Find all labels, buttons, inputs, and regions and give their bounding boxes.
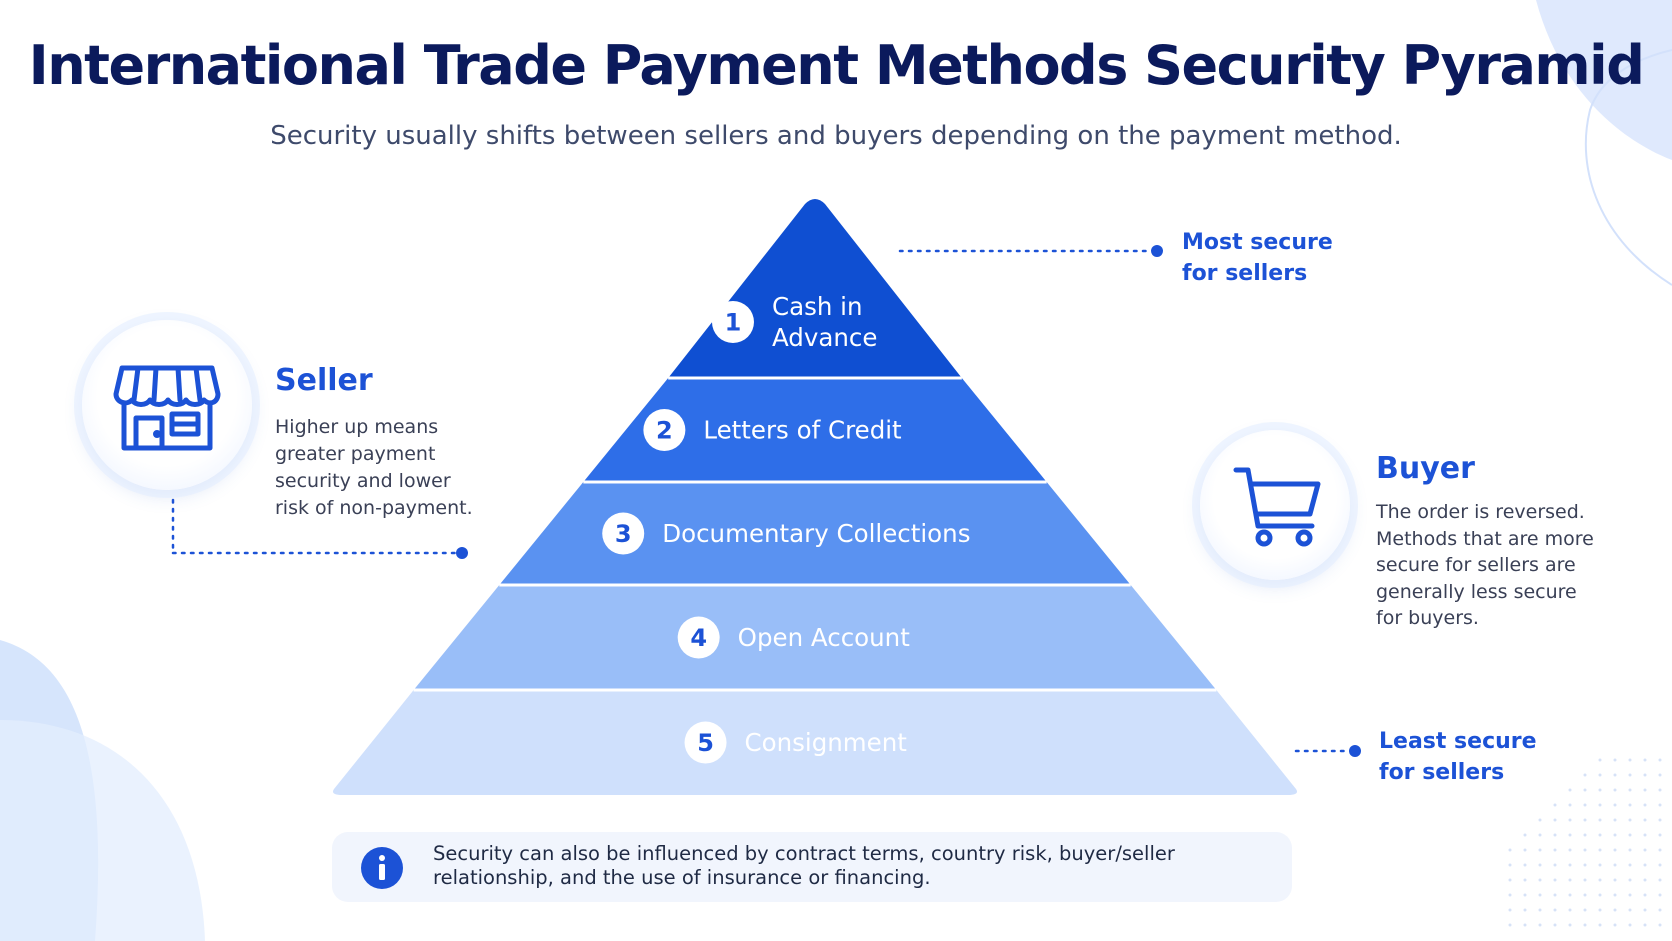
seller-connector-dot xyxy=(456,547,468,559)
seller-heading: Seller xyxy=(275,363,373,398)
most-secure-line2: for sellers xyxy=(1182,261,1308,286)
tier-number-badge xyxy=(643,409,686,451)
tier-number: 1 xyxy=(725,309,742,337)
tier-label: Open Account xyxy=(738,623,911,652)
least-secure-note: Least secure for sellers xyxy=(1379,726,1537,788)
tier-number: 2 xyxy=(656,417,673,445)
info-box xyxy=(332,832,1292,902)
least-secure-line2: for sellers xyxy=(1379,760,1505,785)
tier-label: Letters of Credit xyxy=(703,416,902,445)
tier-number: 4 xyxy=(690,624,707,652)
page-title: International Trade Payment Methods Secu… xyxy=(28,34,1645,97)
pyramid-tier-3 xyxy=(499,482,1131,585)
pyramid-tier-5 xyxy=(333,690,1297,795)
pyramid-tier-4 xyxy=(413,585,1217,690)
tier-number: 5 xyxy=(697,729,714,757)
tier-number-badge xyxy=(711,301,754,343)
pyramid-tier-2 xyxy=(583,378,1047,482)
tier-label: Advance xyxy=(772,323,877,352)
top-connector-dot xyxy=(1151,245,1163,257)
buyer-icon-circle xyxy=(1200,430,1350,580)
least-secure-line1: Least secure xyxy=(1379,729,1537,754)
tier-number-badge xyxy=(602,512,645,555)
storefront-icon xyxy=(113,365,221,451)
buyer-heading: Buyer xyxy=(1376,451,1475,486)
shopping-cart-icon xyxy=(1233,467,1321,547)
info-text: Security can also be influenced by contr… xyxy=(433,842,1175,889)
most-secure-note: Most secure for sellers xyxy=(1182,227,1333,289)
tier-label: Consignment xyxy=(745,728,908,757)
info-icon xyxy=(361,847,403,889)
tier-label: Cash in xyxy=(772,292,863,321)
tier-number-badge xyxy=(684,721,727,764)
buyer-description: The order is reversed. Methods that are … xyxy=(1376,501,1594,629)
seller-icon-circle xyxy=(82,320,252,490)
tier-number-badge xyxy=(677,616,720,659)
seller-description: Higher up means greater payment security… xyxy=(275,416,473,519)
most-secure-line1: Most secure xyxy=(1182,230,1333,255)
tier-number: 3 xyxy=(615,520,632,548)
bottom-connector-dot xyxy=(1349,745,1361,757)
tier-label: Documentary Collections xyxy=(662,519,970,548)
page-subtitle: Security usually shifts between sellers … xyxy=(270,121,1402,151)
